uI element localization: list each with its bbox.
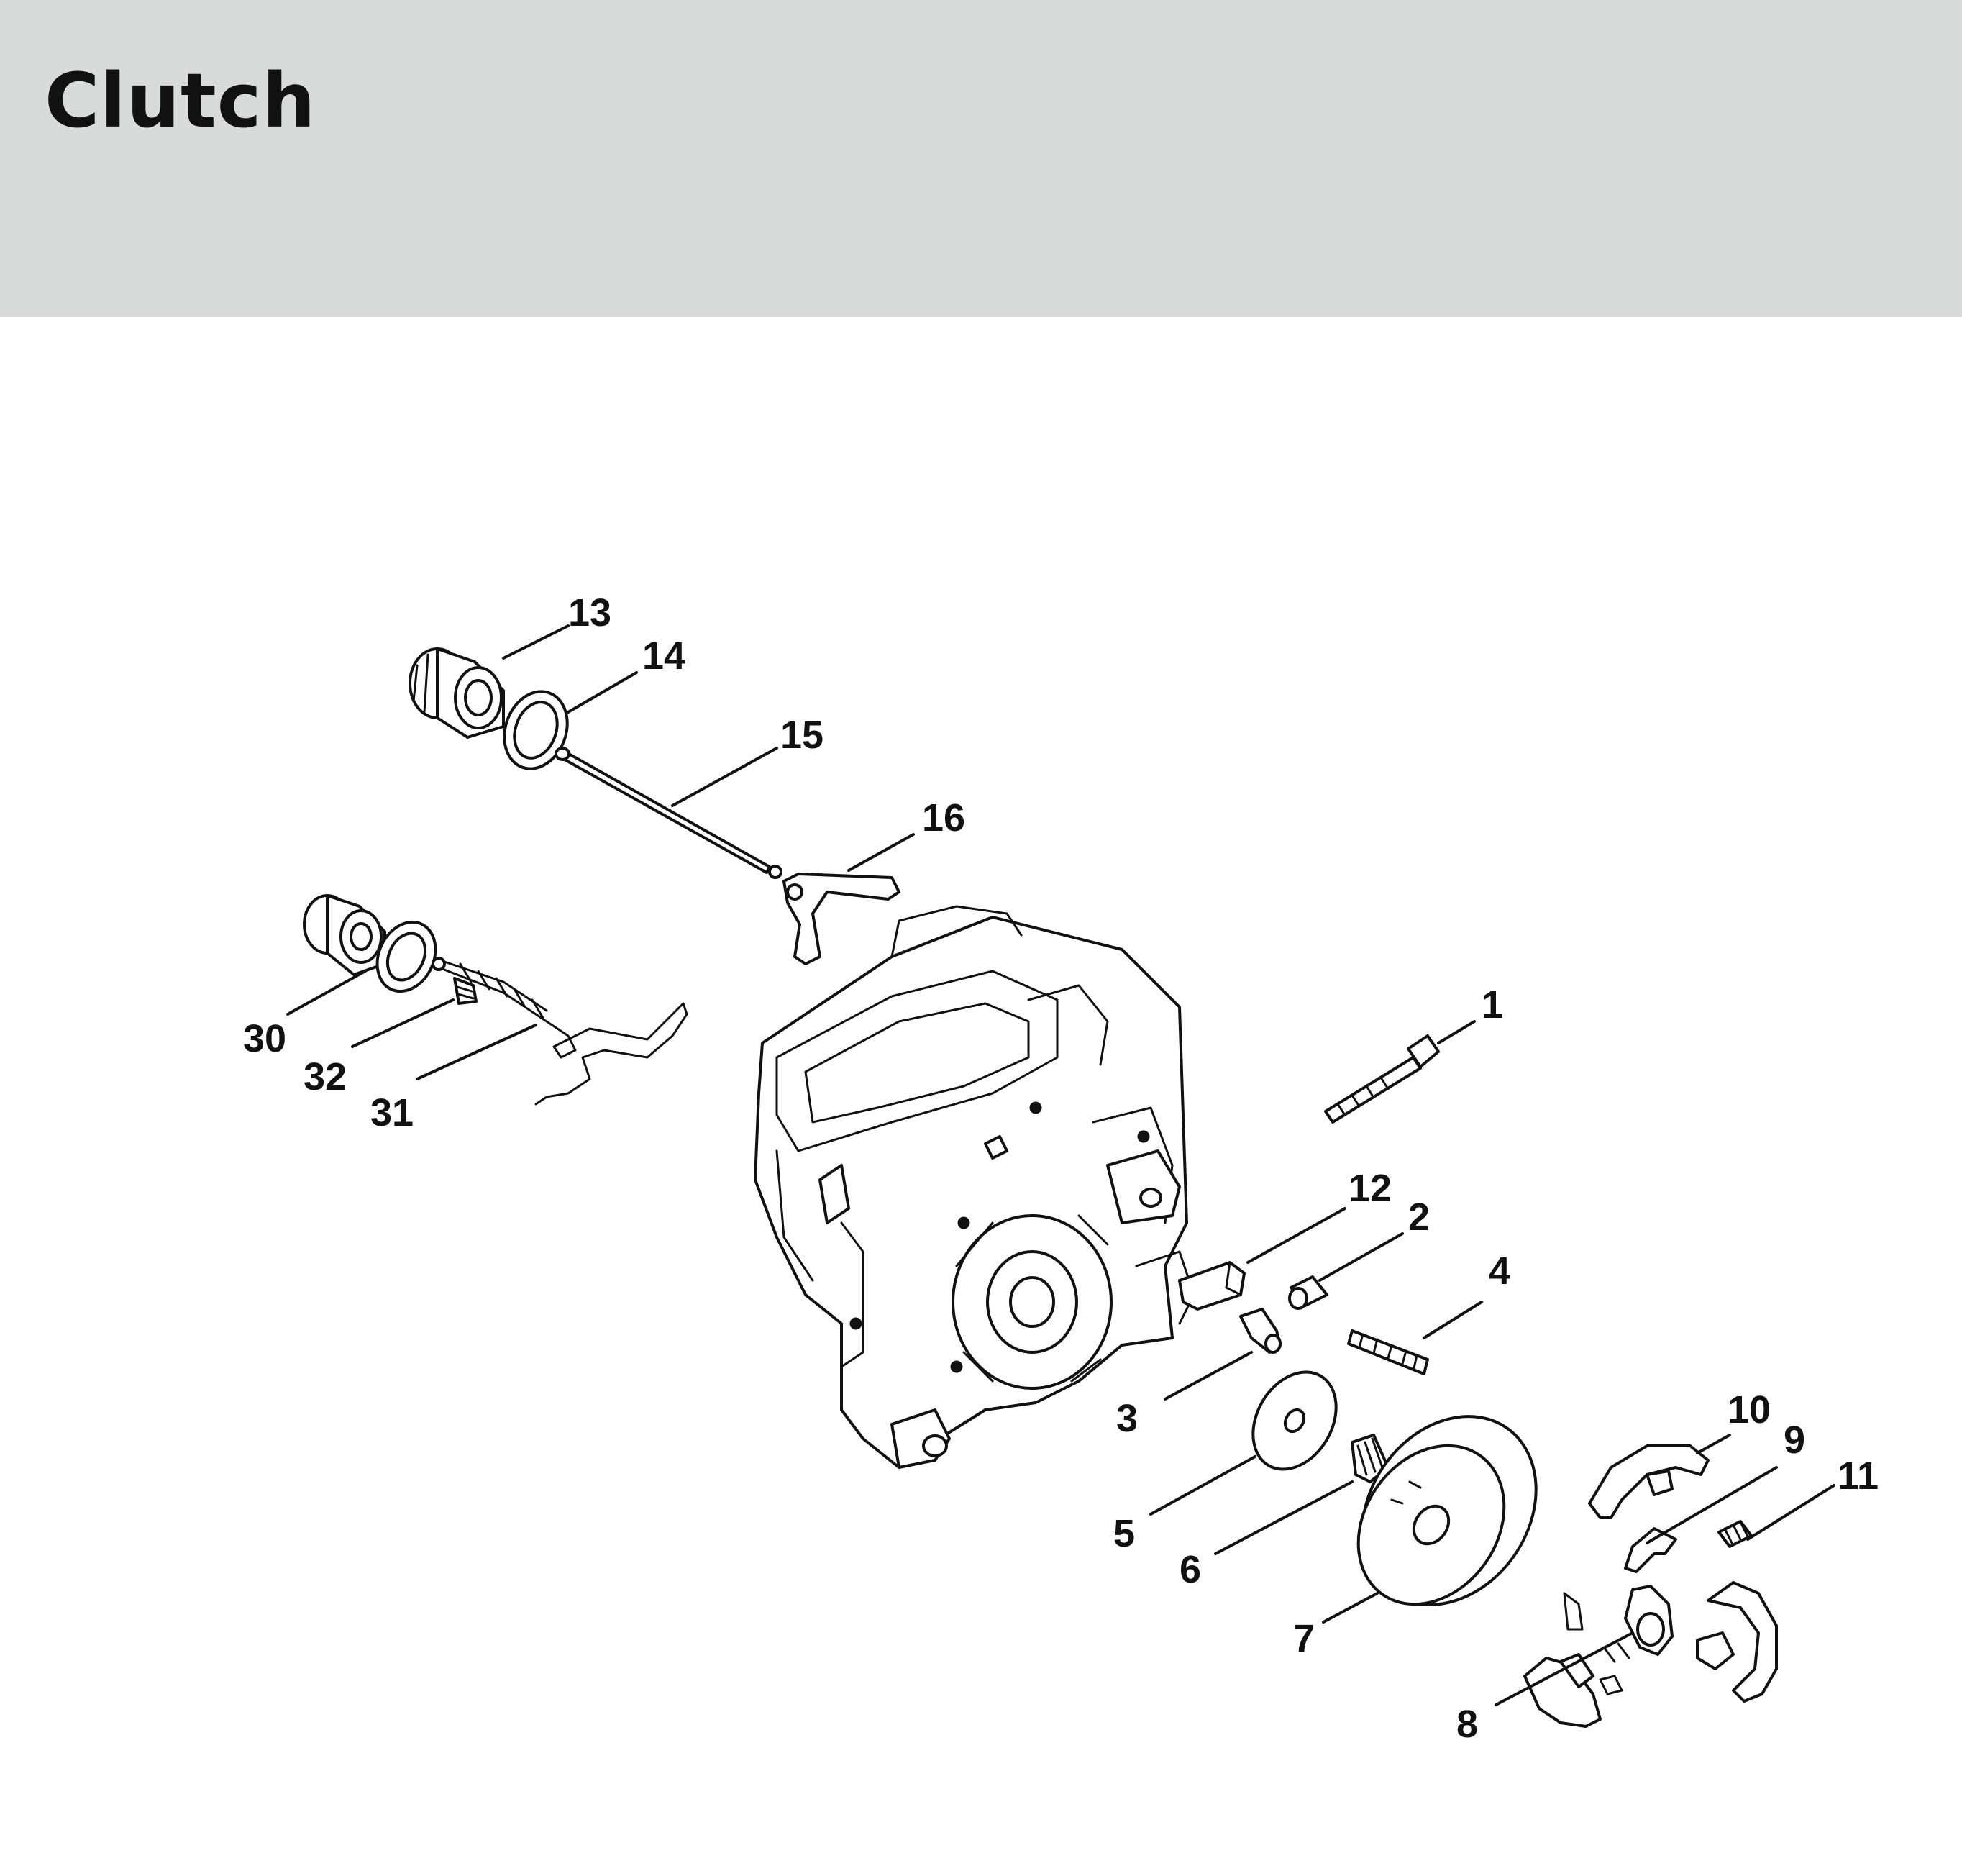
part-31-spring-wire bbox=[432, 957, 688, 1106]
callout-5: 5 bbox=[1113, 1512, 1135, 1555]
callout-6: 6 bbox=[1180, 1548, 1201, 1591]
callout-7: 7 bbox=[1293, 1617, 1315, 1660]
part-3-pin bbox=[1239, 1308, 1282, 1354]
callout-30: 30 bbox=[243, 1017, 286, 1060]
callout-14: 14 bbox=[642, 634, 685, 678]
page-title: Clutch bbox=[45, 57, 316, 145]
crankcase-housing bbox=[754, 905, 1195, 1469]
part-10-clutch-shoe bbox=[1588, 1444, 1710, 1519]
callout-8: 8 bbox=[1456, 1703, 1478, 1746]
callout-9: 9 bbox=[1784, 1419, 1805, 1462]
callout-4: 4 bbox=[1489, 1249, 1510, 1293]
callout-3: 3 bbox=[1116, 1397, 1138, 1440]
callout-15: 15 bbox=[780, 714, 823, 757]
part-16-lever bbox=[782, 873, 900, 965]
part-9-spring-clip bbox=[1624, 1527, 1677, 1573]
callout-31: 31 bbox=[370, 1091, 414, 1134]
part-7-clutch-drum bbox=[1356, 1415, 1538, 1606]
part-14-washer bbox=[503, 690, 569, 770]
part-11-spring bbox=[1717, 1520, 1753, 1548]
page-header: Clutch bbox=[0, 0, 1962, 317]
part-4-stud bbox=[1347, 1329, 1429, 1375]
callout-13: 13 bbox=[568, 591, 611, 634]
part-13-pump-gear bbox=[409, 647, 505, 739]
part-12-slider bbox=[1178, 1261, 1246, 1311]
callout-11: 11 bbox=[1838, 1454, 1879, 1498]
part-2-sleeve bbox=[1288, 1275, 1328, 1310]
callout-32: 32 bbox=[304, 1055, 347, 1098]
part-30-pump-gear bbox=[303, 894, 386, 976]
leader-lines bbox=[286, 624, 1835, 1706]
callout-1: 1 bbox=[1482, 983, 1503, 1026]
callout-2: 2 bbox=[1408, 1196, 1430, 1239]
part-30-washer bbox=[375, 920, 437, 993]
part-1-bolt bbox=[1324, 1034, 1440, 1124]
part-8-clutch-assembly bbox=[1523, 1581, 1778, 1728]
callout-labels: 1 2 3 4 5 6 7 8 9 10 11 12 13 14 15 16 3… bbox=[243, 591, 1879, 1746]
callout-10: 10 bbox=[1728, 1388, 1771, 1431]
callout-12: 12 bbox=[1349, 1167, 1392, 1210]
part-15-rod bbox=[555, 747, 782, 879]
callout-16: 16 bbox=[922, 796, 965, 839]
part-32-screw bbox=[453, 977, 478, 1005]
part-5-washer bbox=[1251, 1370, 1338, 1471]
